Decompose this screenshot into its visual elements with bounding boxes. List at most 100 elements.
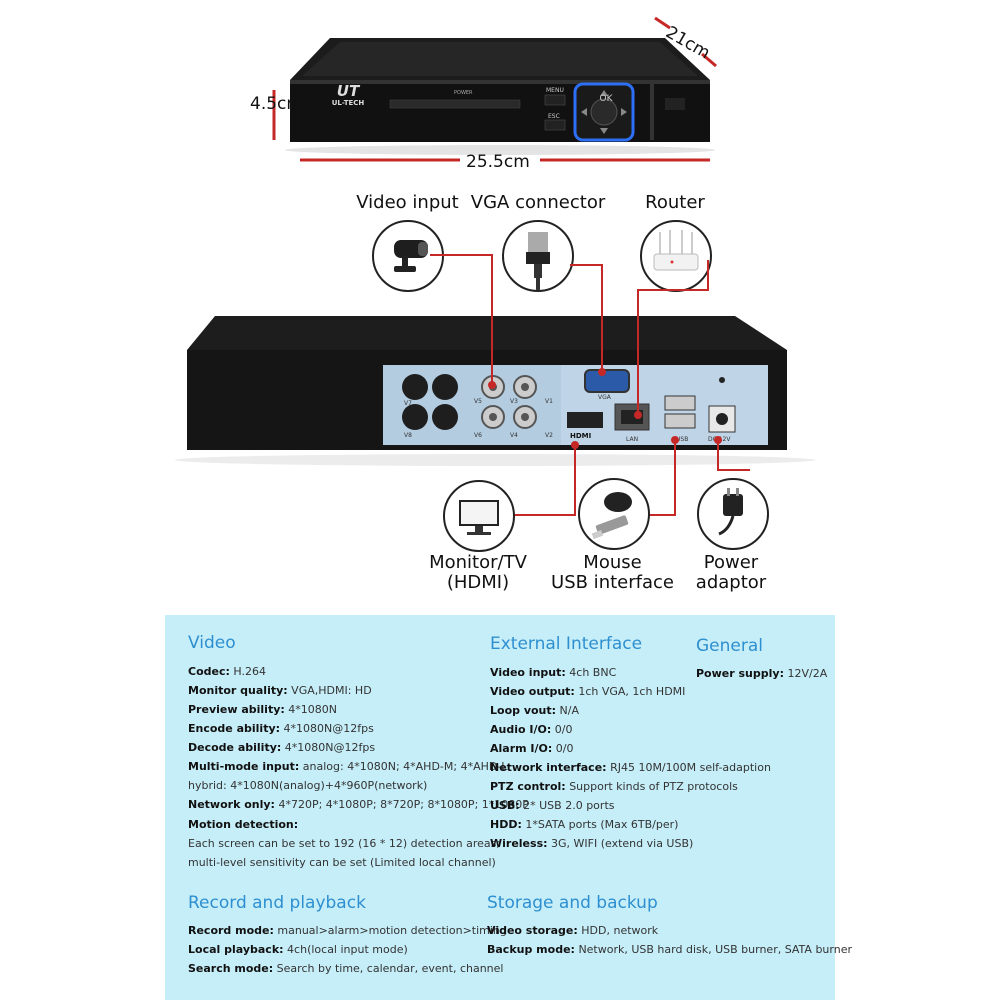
video-section-title: Video bbox=[188, 633, 236, 653]
backup-mode-value: Network, USB hard disk, USB burner, SATA… bbox=[578, 943, 852, 956]
port-label-v1: V1 bbox=[545, 398, 553, 405]
port-label-v7: V7 bbox=[404, 400, 412, 407]
menu-button: MENU bbox=[546, 87, 564, 94]
monitor-quality-value: VGA,HDMI: HD bbox=[291, 684, 372, 697]
encode-label: Encode ability: bbox=[188, 722, 281, 735]
mouse-label-line2: USB interface bbox=[551, 572, 674, 593]
general-section-title: General bbox=[696, 636, 763, 656]
multimode-row-2: hybrid: 4*1080N(analog)+4*960P(network) bbox=[188, 779, 427, 792]
monitor-quality-row: Monitor quality: VGA,HDMI: HD bbox=[188, 684, 372, 697]
connection-lines bbox=[430, 254, 750, 516]
loop-vout-row: Loop vout: N/A bbox=[490, 704, 579, 717]
local-playback-label: Local playback: bbox=[188, 943, 284, 956]
network-only-row: Network only: 4*720P; 4*1080P; 8*720P; 8… bbox=[188, 798, 529, 811]
motion-value-2: multi-level sensitivity can be set (Limi… bbox=[188, 856, 496, 869]
audio-io-value: 0/0 bbox=[554, 723, 573, 736]
monitor-label: Monitor/TV (HDMI) bbox=[418, 553, 538, 593]
wireless-value: 3G, WIFI (extend via USB) bbox=[551, 837, 694, 850]
hdd-label: HDD: bbox=[490, 818, 522, 831]
esc-button: ESC bbox=[548, 113, 560, 120]
alarm-io-row: Alarm I/O: 0/0 bbox=[490, 742, 574, 755]
width-dimension-label: 25.5cm bbox=[466, 152, 530, 172]
loop-vout-value: N/A bbox=[559, 704, 580, 717]
video-input-row: Video input: 4ch BNC bbox=[490, 666, 616, 679]
wireless-row: Wireless: 3G, WIFI (extend via USB) bbox=[490, 837, 693, 850]
ptz-row: PTZ control: Support kinds of PTZ protoc… bbox=[490, 780, 738, 793]
front-product-view bbox=[270, 10, 730, 190]
encode-value: 4*1080N@12fps bbox=[283, 722, 374, 735]
multimode-value: analog: 4*1080N; 4*AHD-M; 4*AHD-L bbox=[302, 760, 508, 773]
port-label-v2: V2 bbox=[545, 432, 553, 439]
usb-port-label: USB bbox=[676, 436, 689, 443]
ptz-label: PTZ control: bbox=[490, 780, 566, 793]
mouse-usb-icon bbox=[578, 478, 650, 550]
audio-io-label: Audio I/O: bbox=[490, 723, 552, 736]
search-mode-value: Search by time, calendar, event, channel bbox=[276, 962, 504, 975]
video-storage-row: Video storage: HDD, network bbox=[487, 924, 658, 937]
video-storage-label: Video storage: bbox=[487, 924, 578, 937]
port-label-v3: V3 bbox=[510, 398, 518, 405]
video-storage-value: HDD, network bbox=[581, 924, 659, 937]
external-section-title: External Interface bbox=[490, 634, 643, 654]
motion-value-1: Each screen can be set to 192 (16 * 12) … bbox=[188, 837, 501, 850]
loop-vout-label: Loop vout: bbox=[490, 704, 557, 717]
spec-panel bbox=[165, 615, 835, 1000]
multimode-value-2: hybrid: 4*1080N(analog)+4*960P(network) bbox=[188, 779, 428, 792]
ptz-value: Support kinds of PTZ protocols bbox=[569, 780, 738, 793]
network-interface-row: Network interface: RJ45 10M/100M self-ad… bbox=[490, 761, 771, 774]
multimode-label: Multi-mode input: bbox=[188, 760, 300, 773]
hdd-value: 1*SATA ports (Max 6TB/per) bbox=[525, 818, 679, 831]
monitor-label-line2: (HDMI) bbox=[446, 572, 510, 593]
monitor-icon bbox=[443, 480, 515, 552]
lan-port-label: LAN bbox=[626, 436, 639, 443]
storage-section-title: Storage and backup bbox=[487, 893, 658, 913]
power-supply-value: 12V/2A bbox=[787, 667, 828, 680]
network-only-label: Network only: bbox=[188, 798, 275, 811]
usb-row: USB: 2* USB 2.0 ports bbox=[490, 799, 614, 812]
motion-row-3: multi-level sensitivity can be set (Limi… bbox=[188, 856, 496, 869]
power-label-line2: adaptor bbox=[695, 572, 767, 593]
video-input-spec-label: Video input: bbox=[490, 666, 566, 679]
decode-label: Decode ability: bbox=[188, 741, 282, 754]
backup-mode-label: Backup mode: bbox=[487, 943, 575, 956]
port-label-v5: V5 bbox=[474, 398, 482, 405]
power-label-line1: Power bbox=[703, 552, 759, 573]
router-label: Router bbox=[645, 192, 705, 213]
usb-value: 2* USB 2.0 ports bbox=[523, 799, 615, 812]
record-mode-label: Record mode: bbox=[188, 924, 274, 937]
monitor-label-line1: Monitor/TV bbox=[429, 552, 527, 573]
video-input-spec-value: 4ch BNC bbox=[569, 666, 617, 679]
port-label-v8: V8 bbox=[404, 432, 412, 439]
search-mode-label: Search mode: bbox=[188, 962, 274, 975]
audio-io-row: Audio I/O: 0/0 bbox=[490, 723, 572, 736]
power-led-label: POWER bbox=[454, 90, 473, 96]
ok-button: OK bbox=[599, 94, 613, 104]
height-dimension-label: 4.5cm bbox=[250, 94, 303, 114]
port-label-v6: V6 bbox=[474, 432, 482, 439]
mouse-label: Mouse USB interface bbox=[545, 553, 680, 593]
mouse-label-line1: Mouse bbox=[583, 552, 642, 573]
alarm-io-value: 0/0 bbox=[555, 742, 574, 755]
preview-label: Preview ability: bbox=[188, 703, 285, 716]
router-icon bbox=[640, 220, 712, 292]
power-supply-row: Power supply: 12V/2A bbox=[696, 667, 827, 680]
dvr-front-illustration bbox=[272, 16, 717, 162]
decode-row: Decode ability: 4*1080N@12fps bbox=[188, 741, 375, 754]
record-section-title: Record and playback bbox=[188, 893, 366, 913]
monitor-quality-label: Monitor quality: bbox=[188, 684, 288, 697]
preview-value: 4*1080N bbox=[288, 703, 338, 716]
codec-value: H.264 bbox=[233, 665, 266, 678]
video-input-label: Video input bbox=[356, 192, 459, 213]
local-playback-row: Local playback: 4ch(local input mode) bbox=[188, 943, 408, 956]
multimode-row: Multi-mode input: analog: 4*1080N; 4*AHD… bbox=[188, 760, 507, 773]
brand-mark: UT bbox=[336, 82, 360, 100]
codec-label: Codec: bbox=[188, 665, 230, 678]
encode-row: Encode ability: 4*1080N@12fps bbox=[188, 722, 374, 735]
vga-cable-icon bbox=[502, 220, 574, 292]
network-interface-value: RJ45 10M/100M self-adaption bbox=[610, 761, 771, 774]
hdmi-port-label: HDMI bbox=[570, 432, 592, 440]
motion-row: Motion detection: bbox=[188, 818, 298, 831]
vga-connector-label: VGA connector bbox=[470, 192, 606, 213]
video-output-label: Video output: bbox=[490, 685, 575, 698]
video-output-row: Video output: 1ch VGA, 1ch HDMI bbox=[490, 685, 685, 698]
